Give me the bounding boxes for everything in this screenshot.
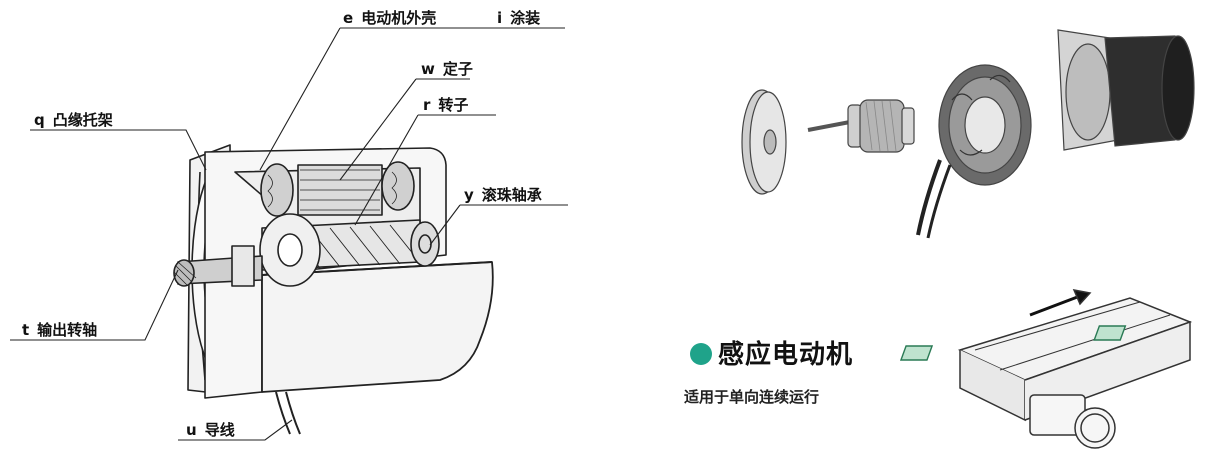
housing-part	[1057, 29, 1195, 151]
label-flange-bracket: q 凸缘托架	[34, 111, 113, 129]
label-text: 转子	[438, 96, 469, 114]
label-code: i	[497, 9, 503, 27]
lead-wire	[275, 391, 301, 435]
label-text: 定子	[442, 60, 473, 78]
end-plate	[741, 89, 787, 195]
stator-part	[916, 64, 1032, 239]
label-code: t	[22, 321, 30, 339]
label-code: q	[34, 111, 45, 129]
conveyor-illustration	[899, 289, 1193, 449]
label-code: u	[186, 421, 197, 439]
label-painting: i 涂装	[497, 9, 540, 27]
stator	[260, 161, 415, 217]
label-code: w	[421, 60, 435, 78]
label-text: 涂装	[510, 9, 541, 27]
label-rotor: r 转子	[423, 96, 468, 114]
output-shaft	[173, 245, 263, 287]
label-code: e	[343, 9, 354, 27]
rotor-part	[807, 99, 915, 153]
label-text: 凸缘托架	[52, 111, 113, 129]
label-lead-wire: u 导线	[186, 421, 235, 439]
label-code: r	[423, 96, 431, 114]
label-text: 输出转轴	[37, 321, 98, 339]
label-code: y	[464, 186, 474, 204]
label-text: 导线	[204, 421, 235, 439]
label-stator: w 定子	[421, 60, 473, 78]
title-text: 感应电动机	[718, 340, 854, 370]
bullet-dot-icon	[690, 343, 712, 365]
label-text: 滚珠轴承	[481, 186, 542, 204]
label-motor-housing: e 电动机外壳	[343, 9, 436, 27]
label-ball-bearing: y 滚珠轴承	[464, 186, 542, 204]
motor-type-subtitle: 适用于单向连续运行	[684, 388, 820, 406]
motor-type-title: 感应电动机	[690, 334, 853, 371]
label-output-shaft: t 输出转轴	[22, 321, 97, 339]
label-text: 电动机外壳	[361, 9, 437, 27]
rotor	[259, 213, 440, 287]
